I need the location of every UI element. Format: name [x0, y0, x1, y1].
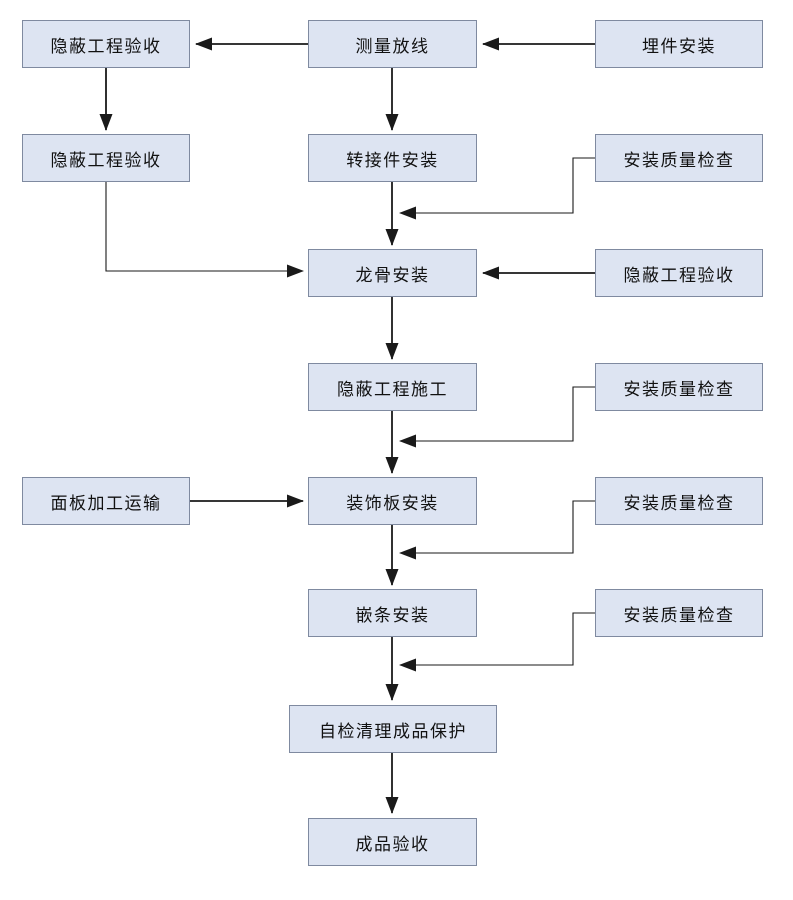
node-adapter-install: 转接件安装 — [308, 134, 477, 182]
node-install-quality-check-4: 安装质量检查 — [595, 589, 763, 637]
node-concealed-work-acceptance-1: 隐蔽工程验收 — [22, 20, 190, 68]
node-install-quality-check-1: 安装质量检查 — [595, 134, 763, 182]
node-panel-processing-transport: 面板加工运输 — [22, 477, 190, 525]
arrow-concealed-2-to-keel — [105, 182, 304, 278]
node-concealed-work-acceptance-3: 隐蔽工程验收 — [595, 249, 763, 297]
node-concealed-work-acceptance-2: 隐蔽工程验收 — [22, 134, 190, 182]
node-install-quality-check-3: 安装质量检查 — [595, 477, 763, 525]
node-finished-product-acceptance: 成品验收 — [308, 818, 477, 866]
node-measure-set-out: 测量放线 — [308, 20, 477, 68]
node-decorative-panel-install: 装饰板安装 — [308, 477, 477, 525]
node-embedded-parts-install: 埋件安装 — [595, 20, 763, 68]
node-keel-install: 龙骨安装 — [308, 249, 477, 297]
node-install-quality-check-2: 安装质量检查 — [595, 363, 763, 411]
node-concealed-work-construction: 隐蔽工程施工 — [308, 363, 477, 411]
node-inlay-strip-install: 嵌条安装 — [308, 589, 477, 637]
node-self-check-cleanup-protection: 自检清理成品保护 — [289, 705, 497, 753]
